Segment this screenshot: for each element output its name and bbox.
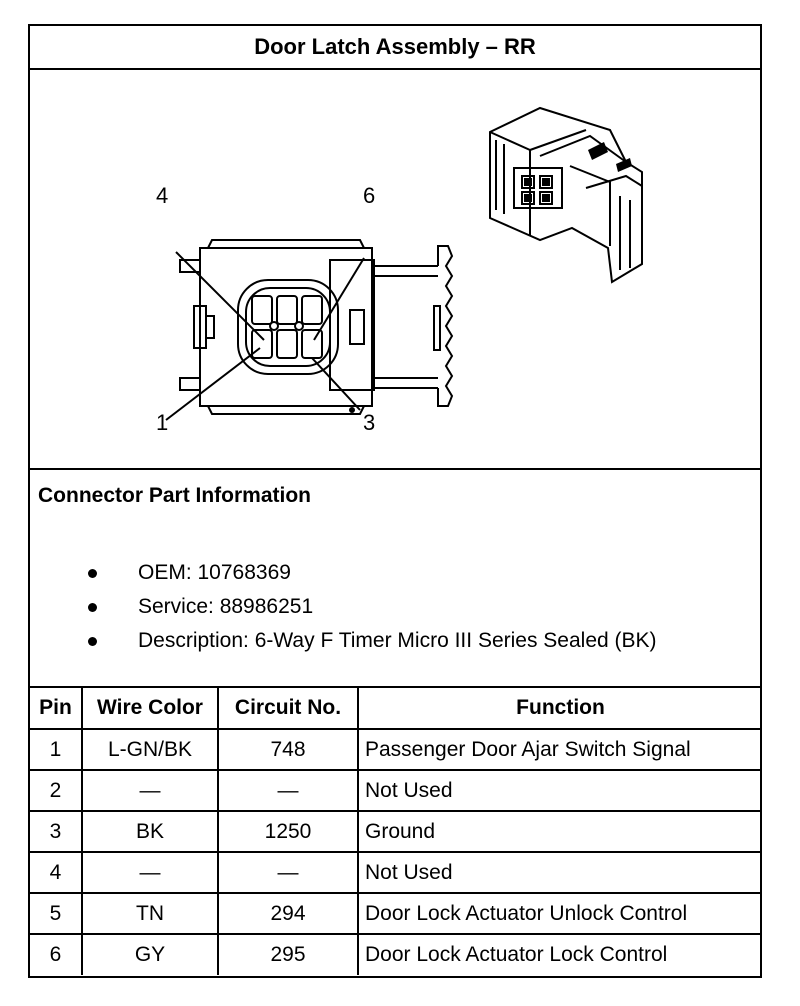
function-cell: Ground [357,810,762,853]
bullet-icon [88,568,97,578]
wire-color-cell: BK [81,810,219,853]
column-header-pin: Pin [30,688,83,730]
serrated-lock [437,245,454,407]
table-row: 3 BK 1250 Ground [30,810,762,853]
function-cell: Not Used [357,851,762,894]
circuit-cell: — [217,851,359,894]
wire-color-cell: TN [81,892,219,935]
table-header-row: Pin Wire Color Circuit No. Function [30,688,762,730]
connector-sheet: Door Latch Assembly – RR [28,24,762,978]
bullet-icon [88,636,97,646]
bullet-icon [88,602,97,612]
pin-cell: 6 [30,933,83,975]
table-row: 6 GY 295 Door Lock Actuator Lock Control [30,933,762,975]
pin-label-1: 1 [156,410,169,435]
table-row: 4 — — Not Used [30,851,762,894]
wire-color-cell: — [81,851,219,894]
pin-cell: 1 [30,728,83,771]
column-header-wire-color: Wire Color [81,688,219,730]
service-part-number: Service: 88986251 [138,595,314,618]
connector-diagram: 4 6 1 3 [30,70,760,470]
page-title: Door Latch Assembly – RR [30,26,760,70]
connector-housing [199,247,373,407]
function-cell: Not Used [357,769,762,812]
list-item: Description: 6-Way F Timer Micro III Ser… [88,624,657,658]
connector-part-info: Connector Part Information OEM: 10768369… [30,470,760,688]
function-cell: Door Lock Actuator Lock Control [357,933,762,975]
oem-part-number: OEM: 10768369 [138,561,291,584]
leader-line-4 [175,251,265,341]
function-cell: Passenger Door Ajar Switch Signal [357,728,762,771]
leader-line-3 [311,357,361,411]
connector-iso-view [489,106,643,284]
pin-cell: 4 [30,851,83,894]
leader-line-6 [313,257,365,341]
list-item: OEM: 10768369 [88,556,657,590]
pin-cell: 5 [30,892,83,935]
column-header-circuit-no: Circuit No. [217,688,359,730]
leader-line-1 [165,347,261,421]
table-row: 5 TN 294 Door Lock Actuator Unlock Contr… [30,892,762,935]
circuit-cell: 295 [217,933,359,975]
circuit-cell: 748 [217,728,359,771]
table-row: 2 — — Not Used [30,769,762,812]
pin-cell: 3 [30,810,83,853]
pin-label-6: 6 [363,183,376,208]
circuit-cell: — [217,769,359,812]
connector-info-heading: Connector Part Information [38,484,312,507]
pin-cavity [276,329,298,359]
pin-label-4: 4 [156,183,169,208]
connector-info-list: OEM: 10768369 Service: 88986251 Descript… [88,556,657,658]
pin-cavity [276,295,298,325]
pin-cavity [301,295,323,325]
connector-description: Description: 6-Way F Timer Micro III Ser… [138,629,657,652]
wire-color-cell: — [81,769,219,812]
pin-cavity [251,329,273,359]
table-row: 1 L-GN/BK 748 Passenger Door Ajar Switch… [30,728,762,771]
pin-cavity [301,329,323,359]
wire-color-cell: L-GN/BK [81,728,219,771]
pin-label-3: 3 [363,410,376,435]
pin-cavity [251,295,273,325]
wire-color-cell: GY [81,933,219,975]
column-header-function: Function [357,688,762,730]
inner-shroud [237,279,339,375]
pin-cell: 2 [30,769,83,812]
connector-face-drawing [165,106,643,421]
function-cell: Door Lock Actuator Unlock Control [357,892,762,935]
list-item: Service: 88986251 [88,590,657,624]
pinout-table: Pin Wire Color Circuit No. Function 1 L-… [30,688,762,975]
circuit-cell: 1250 [217,810,359,853]
circuit-cell: 294 [217,892,359,935]
